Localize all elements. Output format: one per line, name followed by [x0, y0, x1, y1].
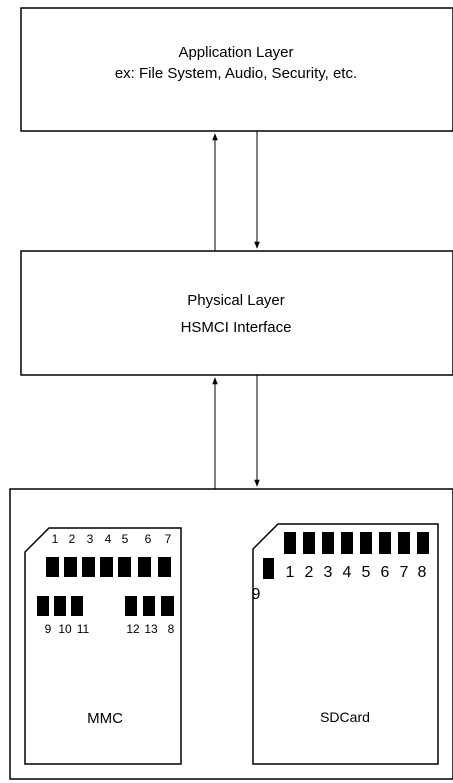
- sd-pin-label: 4: [343, 564, 352, 581]
- mmc-pin-label: 1: [52, 532, 59, 546]
- sd-pin: [322, 532, 334, 554]
- mmc-pin-label: 3: [87, 532, 94, 546]
- mmc-pin: [125, 596, 137, 616]
- mmc-pin-label: 11: [77, 622, 90, 636]
- application-layer-box: Application Layer ex: File System, Audio…: [20, 7, 453, 132]
- physical-layer-title: Physical Layer: [187, 292, 285, 309]
- sd-pin: [417, 532, 429, 554]
- mmc-pin: [143, 596, 155, 616]
- mmc-pin: [37, 596, 49, 616]
- sd-pin: [379, 532, 391, 554]
- sd-pin-label: 8: [418, 564, 427, 581]
- mmc-pin: [100, 557, 113, 577]
- sd-card: 1 2 3 4 5 6 7 8 9 SDCard: [252, 523, 439, 765]
- mmc-pin: [64, 557, 77, 577]
- mmc-pin: [118, 557, 131, 577]
- sd-card-label: SDCard: [320, 709, 370, 725]
- sd-pin-label: 3: [324, 564, 333, 581]
- mmc-pin: [158, 557, 171, 577]
- application-layer-title: Application Layer: [178, 44, 293, 61]
- mmc-pin-label: 12: [126, 622, 140, 636]
- mmc-pin-label: 5: [122, 532, 129, 546]
- sd-pin: [341, 532, 353, 554]
- mmc-pin: [82, 557, 95, 577]
- mmc-bottom-pins: [37, 596, 174, 616]
- sd-pin: [398, 532, 410, 554]
- mmc-pin-label: 6: [145, 532, 152, 546]
- sd-card-pin-labels: 1 2 3 4 5 6 7 8 9: [252, 564, 427, 603]
- mmc-pin: [138, 557, 151, 577]
- mmc-top-pin-labels: 1 2 3 4 5 6 7: [52, 532, 172, 546]
- mmc-pin-label: 8: [168, 622, 175, 636]
- sd-pin-label: 2: [305, 564, 314, 581]
- sd-pin: [263, 558, 274, 579]
- mmc-card: 1 2 3 4 5 6 7 9 10 11: [24, 527, 182, 765]
- sd-pin-label: 5: [362, 564, 371, 581]
- mmc-pin-label: 10: [58, 622, 72, 636]
- sd-pin: [360, 532, 372, 554]
- sd-pin-label: 1: [286, 564, 295, 581]
- physical-layer-subtitle: HSMCI Interface: [181, 319, 292, 336]
- mmc-pin: [46, 557, 59, 577]
- mmc-pin-label: 13: [144, 622, 158, 636]
- mmc-pin: [161, 596, 174, 616]
- sd-pin-label: 7: [400, 564, 409, 581]
- mmc-card-label: MMC: [87, 710, 123, 727]
- mmc-pin-label: 4: [105, 532, 112, 546]
- mmc-pin: [54, 596, 66, 616]
- application-layer-subtitle: ex: File System, Audio, Security, etc.: [115, 65, 357, 82]
- sd-pin-label: 6: [381, 564, 390, 581]
- sd-pin: [284, 532, 296, 554]
- mmc-pin: [71, 596, 83, 616]
- mmc-pin-label: 2: [69, 532, 76, 546]
- mmc-bottom-pin-labels: 9 10 11 12 13 8: [45, 622, 175, 636]
- physical-layer-box: Physical Layer HSMCI Interface: [20, 250, 453, 376]
- sd-pin-label: 9: [252, 586, 261, 603]
- mmc-pin-label: 7: [165, 532, 172, 546]
- sd-pin: [303, 532, 315, 554]
- mmc-top-pins: [46, 557, 171, 577]
- mmc-pin-label: 9: [45, 622, 52, 636]
- sd-card-pins: [263, 532, 429, 579]
